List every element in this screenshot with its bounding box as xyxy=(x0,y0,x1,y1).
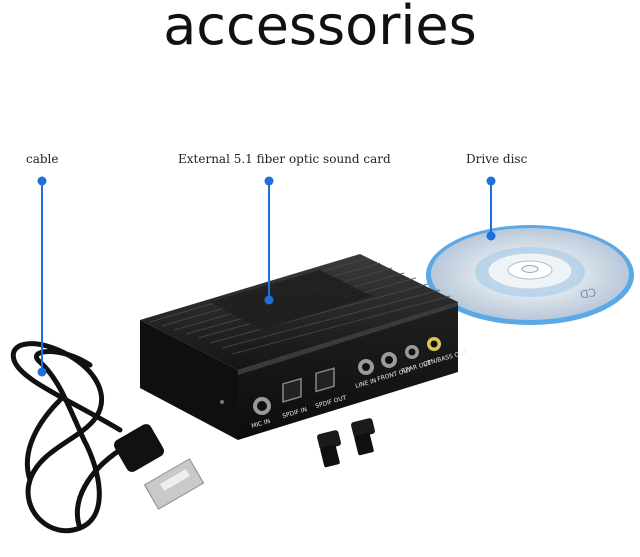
callout-label-drive-disc: Drive disc xyxy=(466,152,528,166)
usb-plug xyxy=(114,424,205,510)
port-spdif-in xyxy=(282,377,302,403)
port-line-in xyxy=(358,359,374,375)
callout-dot-cable-top xyxy=(37,176,47,186)
port-front-out xyxy=(381,352,397,368)
sound-card: MIC IN SPDIF IN SPDIF OUT LINE IN FRONT … xyxy=(140,254,468,440)
disc-logo-text: CD xyxy=(579,285,597,301)
port-rear-out xyxy=(405,345,419,359)
port-mic-in xyxy=(253,397,271,415)
port-cen-bass-out xyxy=(427,337,441,351)
callout-dot-cable-bottom xyxy=(37,367,47,377)
callout-label-sound-card: External 5.1 fiber optic sound card xyxy=(178,152,391,166)
drive-disc: CD xyxy=(426,225,634,325)
spdif-dust-plugs xyxy=(317,418,375,468)
callout-dots xyxy=(37,176,496,377)
callout-label-cable: cable xyxy=(26,152,59,166)
callout-dot-sound-card-bottom xyxy=(264,295,274,305)
callout-dot-drive-disc-top xyxy=(486,176,496,186)
usb-cable xyxy=(10,341,143,534)
page-title: accessories xyxy=(163,0,477,57)
port-spdif-out xyxy=(315,367,335,393)
callout-dot-sound-card-top xyxy=(264,176,274,186)
callout-dot-drive-disc-bottom xyxy=(486,231,496,241)
callout-lines xyxy=(41,181,492,372)
